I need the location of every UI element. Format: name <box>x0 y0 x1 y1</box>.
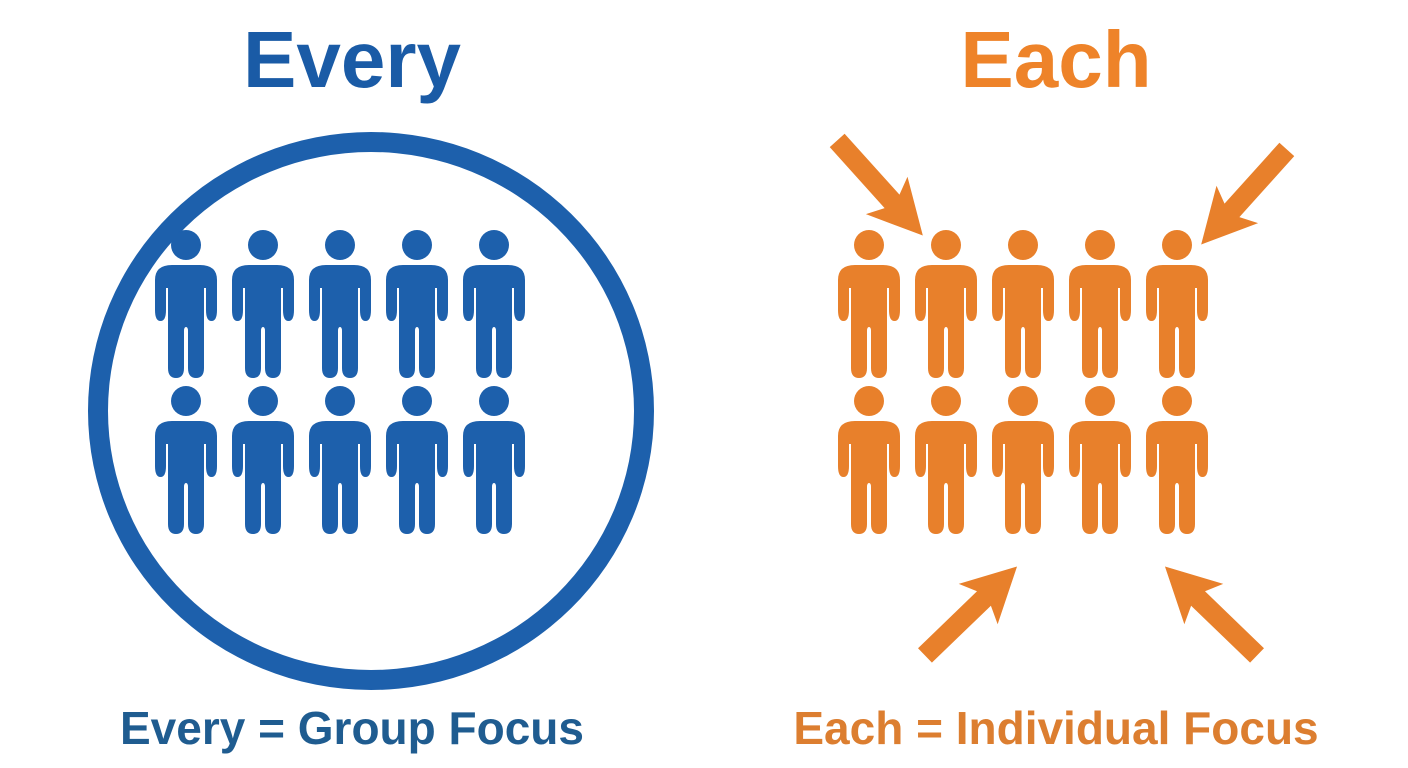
person-icon <box>915 386 977 534</box>
person-icon <box>1146 230 1208 378</box>
figure-row <box>837 386 1209 534</box>
figure-row <box>154 386 526 534</box>
figure-row <box>154 230 526 378</box>
person-icon <box>463 230 525 378</box>
person-icon <box>386 386 448 534</box>
focus-arrow-bottom-left-icon <box>905 546 1037 676</box>
person-icon <box>915 230 977 378</box>
person-icon <box>155 230 217 378</box>
person-icon <box>838 230 900 378</box>
each-caption: Each = Individual Focus <box>793 702 1319 754</box>
person-icon <box>386 230 448 378</box>
focus-arrow-top-right-icon <box>1180 130 1308 264</box>
each-figures-grid <box>837 230 1209 534</box>
person-icon <box>155 386 217 534</box>
every-figures-grid <box>154 230 526 534</box>
focus-arrow-bottom-right-icon <box>1145 546 1277 676</box>
person-icon <box>232 386 294 534</box>
person-icon <box>309 386 371 534</box>
person-icon <box>992 230 1054 378</box>
person-icon <box>992 386 1054 534</box>
each-panel: Each Each = Individual Focus <box>704 0 1408 768</box>
person-icon <box>463 386 525 534</box>
person-icon <box>1069 386 1131 534</box>
person-icon <box>309 230 371 378</box>
person-icon <box>838 386 900 534</box>
person-icon <box>1146 386 1208 534</box>
every-title: Every <box>243 15 461 104</box>
each-title: Each <box>960 15 1152 104</box>
figure-row <box>837 230 1209 378</box>
every-panel: Every Every = Group Focus <box>88 15 654 754</box>
person-icon <box>1069 230 1131 378</box>
every-caption: Every = Group Focus <box>120 702 584 754</box>
person-icon <box>232 230 294 378</box>
